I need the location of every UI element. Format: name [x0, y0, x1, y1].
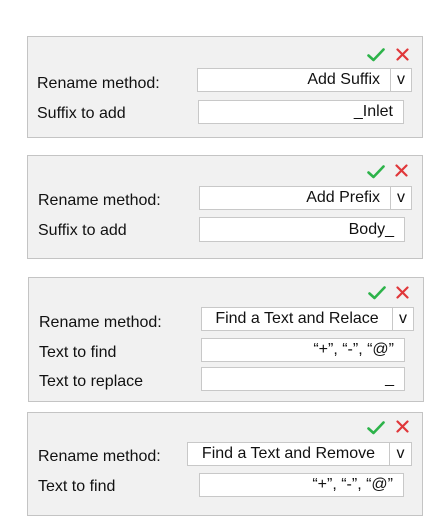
check-icon[interactable]: [367, 421, 385, 435]
rename-panel-prefix: Rename method: Add Prefix v Suffix to ad…: [27, 155, 423, 259]
suffix-input[interactable]: _Inlet: [198, 100, 404, 124]
text-to-find-label: Text to find: [39, 344, 117, 361]
dropdown-toggle[interactable]: v: [390, 68, 412, 92]
chevron-down-icon: v: [396, 445, 405, 462]
rename-panel-find-remove: Rename method: Find a Text and Remove v …: [27, 412, 423, 516]
chevron-down-icon: v: [397, 189, 405, 206]
rename-method-label: Rename method:: [37, 75, 160, 92]
check-icon[interactable]: [368, 286, 386, 300]
text-to-find-input[interactable]: “+”, “-”, “@”: [201, 338, 405, 362]
text-to-find-value: “+”, “-”, “@”: [312, 476, 393, 493]
close-icon[interactable]: [396, 286, 409, 299]
rename-method-label: Rename method:: [39, 314, 162, 331]
chevron-down-icon: v: [399, 310, 407, 327]
rename-method-select[interactable]: Add Suffix: [197, 68, 391, 92]
dropdown-toggle[interactable]: v: [390, 186, 412, 210]
rename-panel-suffix: Rename method: Add Suffix v Suffix to ad…: [27, 36, 423, 138]
rename-method-value: Add Prefix: [306, 189, 380, 206]
check-icon[interactable]: [367, 48, 385, 62]
dropdown-toggle[interactable]: v: [392, 307, 414, 331]
rename-panel-find-replace: Rename method: Find a Text and Relace v …: [28, 277, 424, 402]
suffix-label: Suffix to add: [38, 222, 127, 239]
suffix-value: Body_: [348, 220, 394, 238]
rename-method-label: Rename method:: [38, 448, 161, 465]
check-icon[interactable]: [367, 165, 385, 179]
text-to-find-label: Text to find: [38, 478, 116, 495]
text-to-replace-label: Text to replace: [39, 373, 144, 390]
close-icon[interactable]: [396, 420, 409, 433]
text-to-replace-value: _: [385, 370, 394, 387]
rename-method-select[interactable]: Find a Text and Remove: [187, 442, 390, 466]
rename-method-value: Add Suffix: [307, 71, 380, 88]
suffix-value: _Inlet: [353, 103, 393, 120]
suffix-input[interactable]: Body_: [199, 217, 405, 242]
rename-method-label: Rename method:: [38, 192, 161, 209]
close-icon[interactable]: [396, 48, 409, 61]
rename-method-select[interactable]: Find a Text and Relace: [201, 307, 393, 331]
rename-method-value: Find a Text and Remove: [201, 445, 376, 462]
text-to-find-value: “+”, “-”, “@”: [313, 341, 394, 358]
chevron-down-icon: v: [397, 71, 405, 88]
rename-method-select[interactable]: Add Prefix: [199, 186, 391, 210]
text-to-find-input[interactable]: “+”, “-”, “@”: [199, 473, 404, 497]
close-icon[interactable]: [395, 164, 408, 177]
text-to-replace-input[interactable]: _: [201, 367, 405, 391]
rename-method-value: Find a Text and Relace: [215, 310, 379, 327]
dropdown-toggle[interactable]: v: [389, 442, 412, 466]
suffix-label: Suffix to add: [37, 105, 126, 122]
